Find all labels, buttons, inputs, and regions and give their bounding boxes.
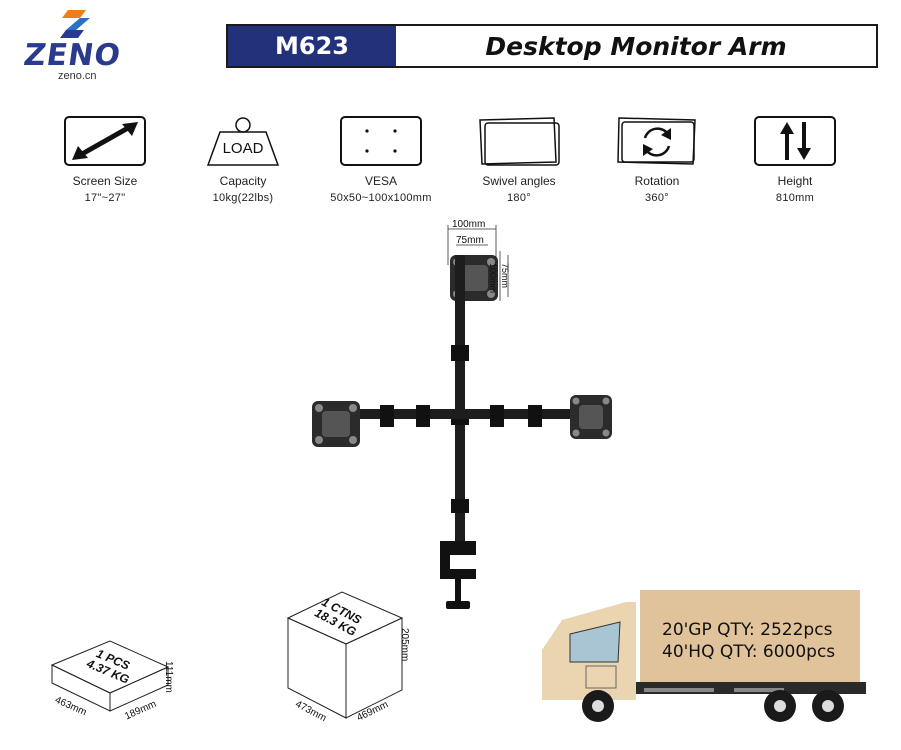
carton-height: 205mm	[399, 628, 410, 662]
package-carton: 1 CTNS 18.3 KG 473mm 469mm 205mm	[280, 588, 420, 738]
product-title: Desktop Monitor Arm	[485, 31, 787, 61]
spec-value: 10kg(22lbs)	[212, 192, 274, 204]
gp-value: 2522pcs	[760, 620, 833, 640]
package-height: 111mm	[163, 661, 174, 693]
spec-label: Screen Size	[72, 174, 138, 188]
hq-quantity-row: 40'HQ QTY: 6000pcs	[662, 642, 835, 662]
vesa-holes-icon	[340, 116, 422, 166]
title-banner: M623 Desktop Monitor Arm	[226, 24, 878, 68]
spec-label: Height	[777, 174, 813, 188]
monitor-arm-illustration: 100mm 75mm 100mm 75mm	[300, 215, 630, 615]
cargo-container: 20'GP QTY: 2522pcs 40'HQ QTY: 6000pcs	[640, 590, 860, 682]
spec-height: Height 810mm	[725, 116, 865, 204]
double-arrow-icon	[64, 116, 146, 166]
hq-label: 40'HQ QTY:	[662, 642, 758, 662]
spec-label: Rotation	[634, 174, 680, 188]
brand-url: zeno.cn	[58, 70, 97, 82]
hq-value: 6000pcs	[762, 642, 836, 662]
weight-icon-text: LOAD	[222, 140, 264, 157]
vesa-width-small: 75mm	[456, 235, 484, 246]
rotation-icon	[616, 116, 698, 166]
swivel-icon	[478, 116, 560, 166]
spec-label: Capacity	[219, 174, 267, 188]
gp-label: 20'GP QTY:	[662, 620, 755, 640]
spec-value: 17"~27"	[84, 192, 126, 204]
spec-screen-size: Screen Size 17"~27"	[35, 116, 175, 204]
spec-vesa: VESA 50x50~100x100mm	[311, 116, 451, 204]
weight-icon: LOAD	[202, 116, 284, 166]
spec-value: 50x50~100x100mm	[330, 192, 432, 204]
vesa-height-large: 100mm	[488, 263, 498, 294]
spec-capacity: LOAD Capacity 10kg(22lbs)	[173, 116, 313, 204]
spec-value: 810mm	[775, 192, 815, 204]
spec-label: Swivel angles	[482, 174, 556, 188]
spec-value: 360°	[645, 192, 669, 204]
gp-quantity-row: 20'GP QTY: 2522pcs	[662, 620, 832, 640]
brand-logo: ZENO	[21, 38, 124, 73]
vesa-width-large: 100mm	[452, 219, 486, 230]
vesa-height-small: 75mm	[500, 263, 510, 289]
zeno-logo-mark-icon	[58, 8, 96, 42]
package-single: 1 PCS 4.37 KG 463mm 189mm 111mm	[40, 625, 200, 735]
spec-rotation: Rotation 360°	[587, 116, 727, 204]
spec-label: VESA	[364, 174, 397, 188]
height-arrows-icon	[754, 116, 836, 166]
truck-illustration	[534, 588, 874, 728]
spec-value: 180°	[507, 192, 531, 204]
model-number: M623	[228, 26, 396, 66]
spec-swivel: Swivel angles 180°	[449, 116, 589, 204]
